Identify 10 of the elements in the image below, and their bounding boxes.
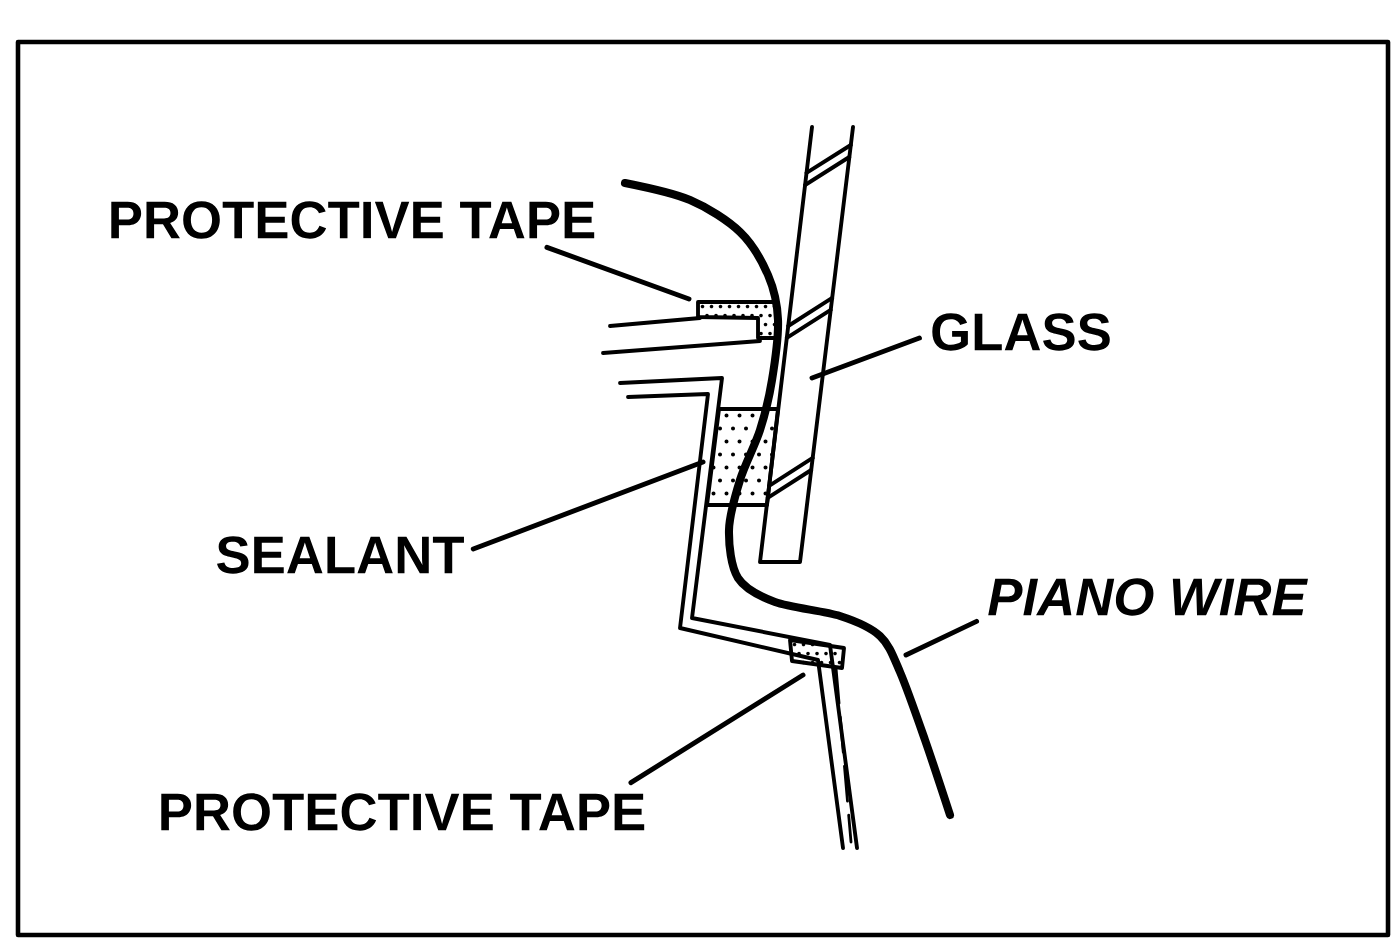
part-label: SEALANT [217,536,464,574]
leader-line [544,244,692,302]
leader-line [903,618,980,658]
leader-line [809,335,922,381]
leader-line [470,459,706,552]
part-label: PROTECTIVE TAPE [161,793,645,831]
part-label: PIANO WIRE [988,578,1308,616]
part-label: GLASS [932,313,1110,351]
leader-line [628,672,806,786]
part-label: PROTECTIVE TAPE [111,201,595,239]
